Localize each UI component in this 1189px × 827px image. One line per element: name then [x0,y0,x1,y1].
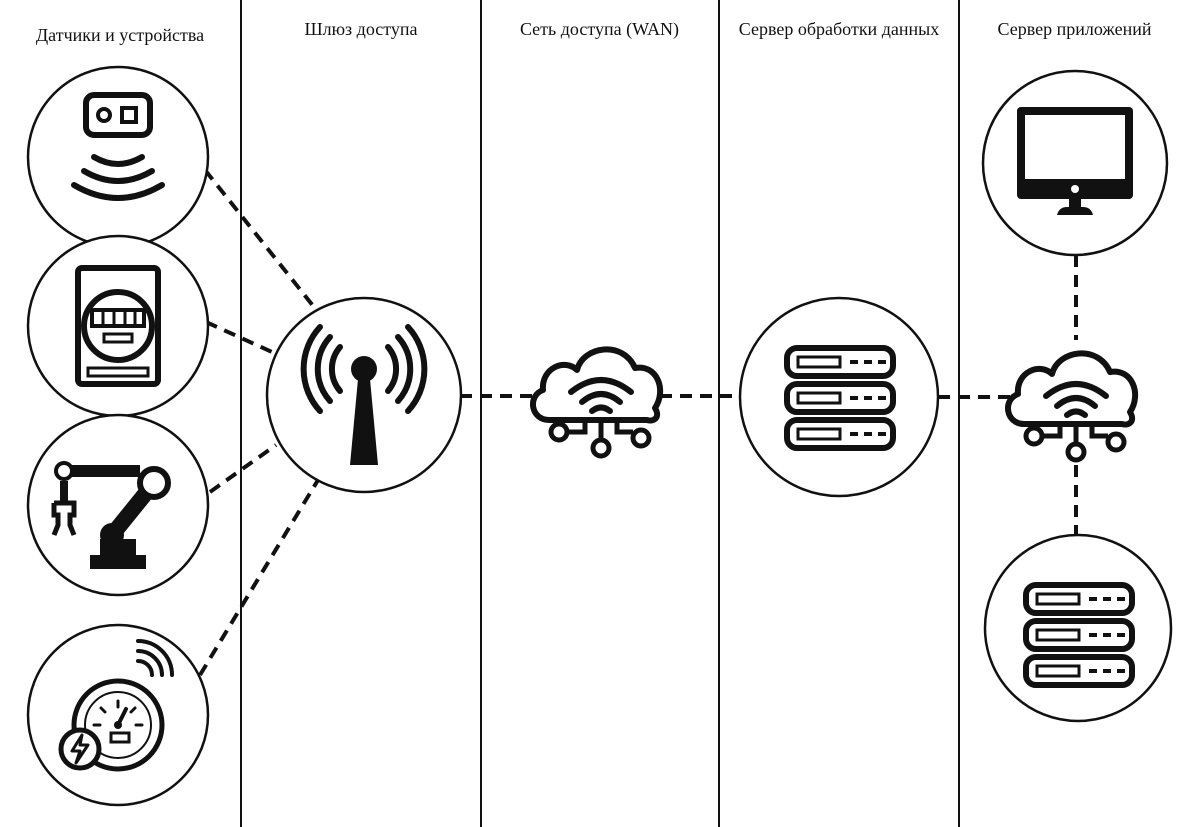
smart-gauge-icon [58,639,174,772]
processing-server-node [738,296,940,498]
cloud-network-icon [533,349,660,456]
connection-links [198,168,1078,677]
proximity-sensor-icon [71,92,165,201]
antenna-tower-icon [300,324,428,465]
column-title-sensors: Датчики и устройства [35,25,205,45]
monitor-icon [1017,107,1133,215]
electric-meter-icon [75,265,161,387]
column-title-wan: Сеть доступа (WAN) [519,19,680,39]
smart-gauge-node [26,623,210,807]
robot-node [26,413,210,597]
server-rack-icon [1026,585,1132,685]
sensor-node [26,65,210,249]
column-title-gateway: Шлюз доступа [304,19,418,39]
server-rack-icon [787,348,893,448]
column-title-app-server: Сервер приложений [997,19,1152,39]
column-title-processing-server: Сервер обработки данных [738,19,940,39]
wan-node [533,349,660,456]
robot-arm-icon [51,461,171,569]
gateway-node [265,296,463,494]
app-cloud-node [1008,353,1135,460]
cloud-network-icon [1008,353,1135,460]
meter-node [26,234,210,418]
monitor-node [981,69,1169,257]
app-server-node [983,533,1173,723]
column-dividers [240,0,960,827]
